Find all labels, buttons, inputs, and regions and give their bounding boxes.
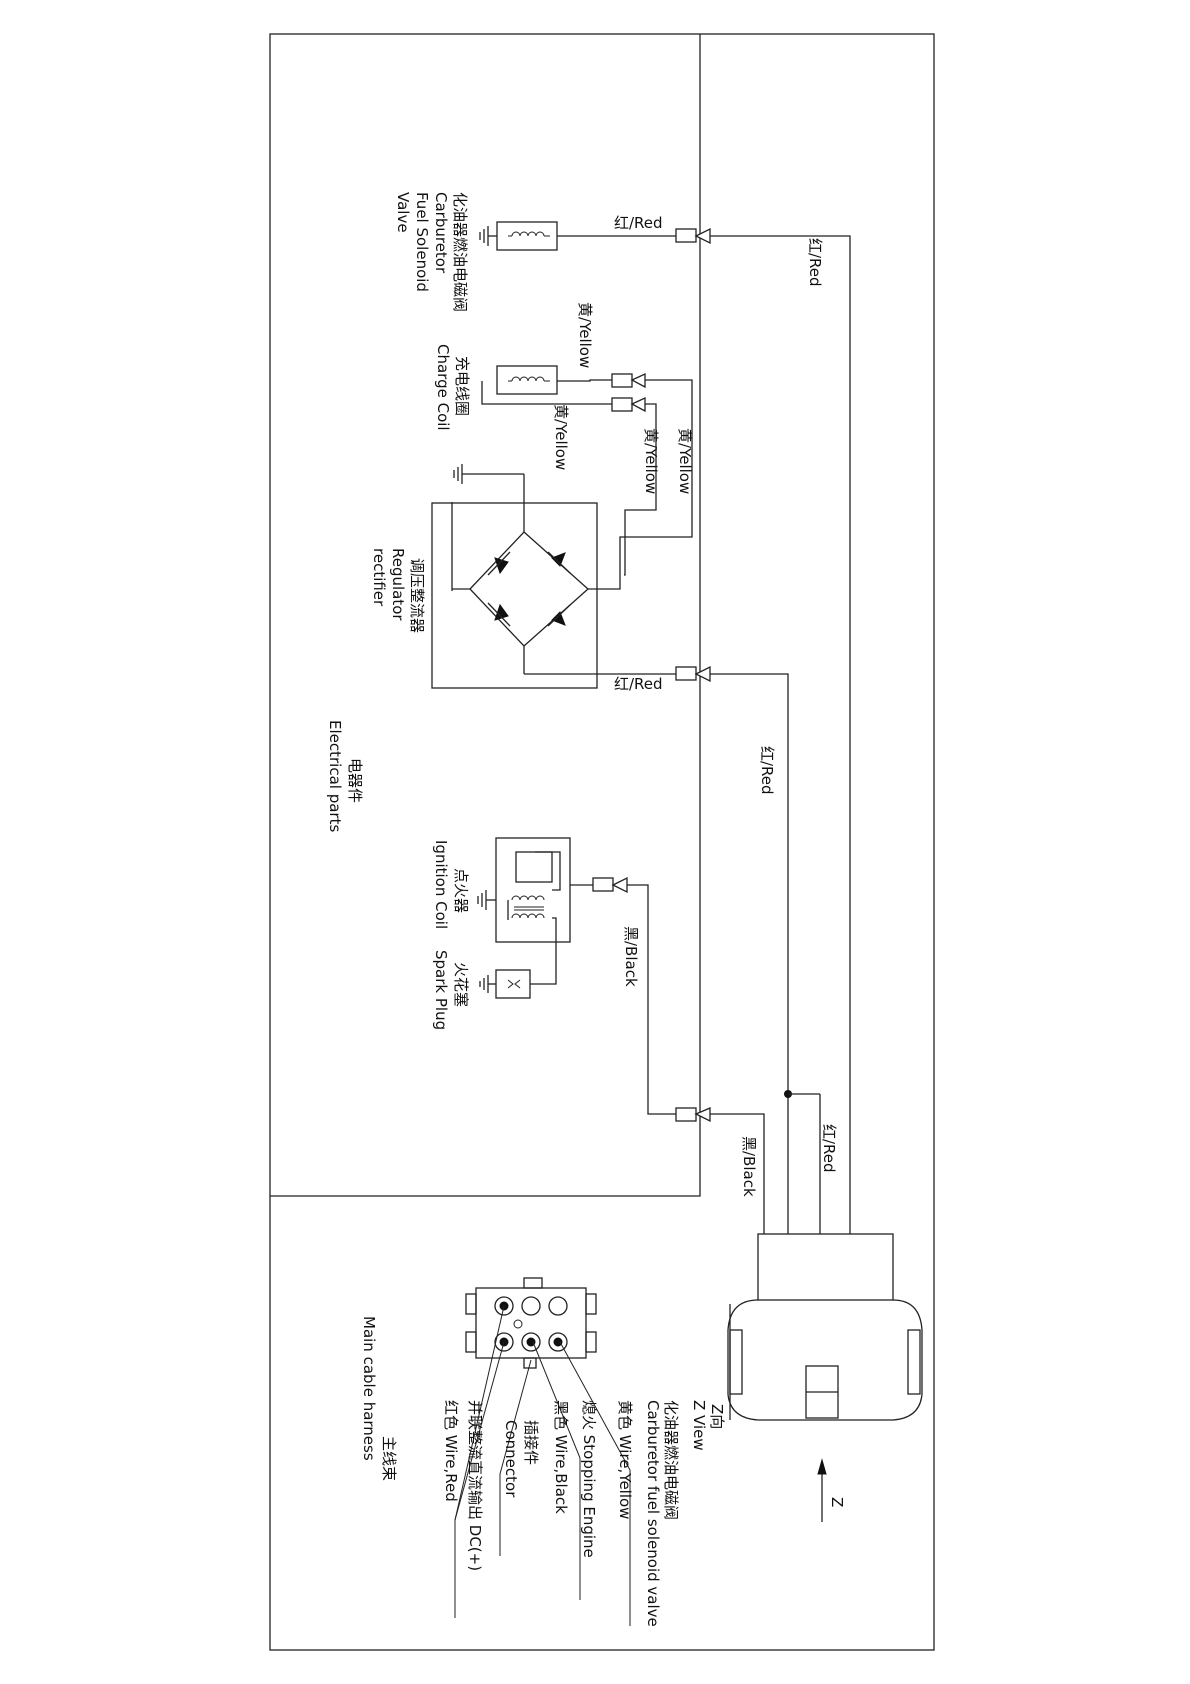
harness-connector-en: Connector xyxy=(502,1420,520,1498)
leader-carb-fuel xyxy=(559,1341,631,1626)
main-cable-label-cn: 主线束 xyxy=(380,1436,398,1481)
regulator-label-en2: rectifier xyxy=(370,548,388,607)
harness-black-wire: 黑色 Wire,Black xyxy=(552,1400,570,1514)
wire-label-red-mid-short: 红/Red xyxy=(614,675,663,693)
leader-stopping-engine xyxy=(532,1341,581,1600)
wire-label-yellow-4: 黄/Yellow xyxy=(642,428,660,494)
black-wire-connector xyxy=(675,1107,711,1123)
diode-icon xyxy=(551,611,566,626)
spark-plug-label-en: Spark Plug xyxy=(432,950,450,1030)
ignition-coil xyxy=(477,837,628,985)
main-connector-housing xyxy=(727,1233,923,1421)
charge-coil-label-en: Charge Coil xyxy=(434,344,452,431)
rectifier-output-connector xyxy=(675,665,711,683)
harness-yellow-wire: 黄色 Wire,Yellow xyxy=(616,1400,634,1519)
wire-label-black-bottom: 黑/Black xyxy=(740,1136,758,1197)
carb-valve-label-en1: Carburetor xyxy=(432,192,450,274)
spark-plug-icon xyxy=(507,979,521,989)
solenoid-coil-icon xyxy=(511,231,545,237)
wire-label-yellow-2: 黄/Yellow xyxy=(552,404,570,470)
connector-face xyxy=(465,1277,597,1369)
electrical-parts-label-en: Electrical parts xyxy=(326,720,344,832)
wire-label-yellow-1: 黄/Yellow xyxy=(576,302,594,368)
harness-carb-fuel-en: Carburetor fuel solenoid valve xyxy=(644,1400,662,1627)
z-arrow-label: Z xyxy=(828,1497,846,1507)
electrical-parts-label-cn: 电器件 xyxy=(346,758,364,803)
diode-icon xyxy=(551,552,566,567)
regulator-rectifier xyxy=(431,464,676,689)
harness-dc-output: 并联整流直流输出 DC(+) xyxy=(466,1400,484,1571)
wire-label-red-top-long: 红/Red xyxy=(806,238,824,287)
spark-plug xyxy=(479,969,531,999)
wire-label-red-bottom: 红/Red xyxy=(820,1124,838,1173)
wire-label-black-1: 黑/Black xyxy=(622,926,640,987)
carb-valve-label-en2: Fuel Solenoid xyxy=(413,192,431,292)
wire-label-red-top-short: 红/Red xyxy=(614,214,663,232)
main-cable-label-en: Main cable harness xyxy=(360,1316,378,1461)
regulator-label-cn: 调压整流器 xyxy=(408,558,426,633)
spark-plug-label-cn: 火花塞 xyxy=(452,962,470,1007)
carb-valve-label-en3: Valve xyxy=(394,192,412,233)
charge-coil-icon xyxy=(511,376,545,382)
harness-stopping-engine: 熄火 Stopping Engine xyxy=(580,1400,598,1558)
wire-label-yellow-3: 黄/Yellow xyxy=(676,428,694,494)
charge-coil xyxy=(481,365,646,413)
charge-coil-label-cn: 充电线圈 xyxy=(453,356,471,416)
carburetor-solenoid-valve xyxy=(479,221,711,251)
carb-valve-label-cn: 化油器燃油电磁阀 xyxy=(451,192,469,312)
ignition-coil-label-en: Ignition Coil xyxy=(432,840,450,929)
harness-carb-fuel-cn: 化油器燃油电磁阀 xyxy=(662,1400,680,1520)
outer-frame xyxy=(269,33,935,1651)
regulator-label-en1: Regulator xyxy=(389,548,407,621)
harness-connector-cn: 插接件 xyxy=(522,1420,540,1465)
harness-red-wire: 红色 Wire,Red xyxy=(442,1400,460,1502)
z-view-label-en: Z View xyxy=(690,1400,708,1451)
wire-label-red-mid-long: 红/Red xyxy=(758,746,776,795)
z-view-label-cn: Z向 xyxy=(708,1404,726,1429)
leader-connector xyxy=(499,1359,532,1556)
electrical-parts-frame xyxy=(270,34,701,1197)
ignition-coil-label-cn: 点火器 xyxy=(452,868,470,913)
z-arrow-icon xyxy=(817,1458,827,1522)
